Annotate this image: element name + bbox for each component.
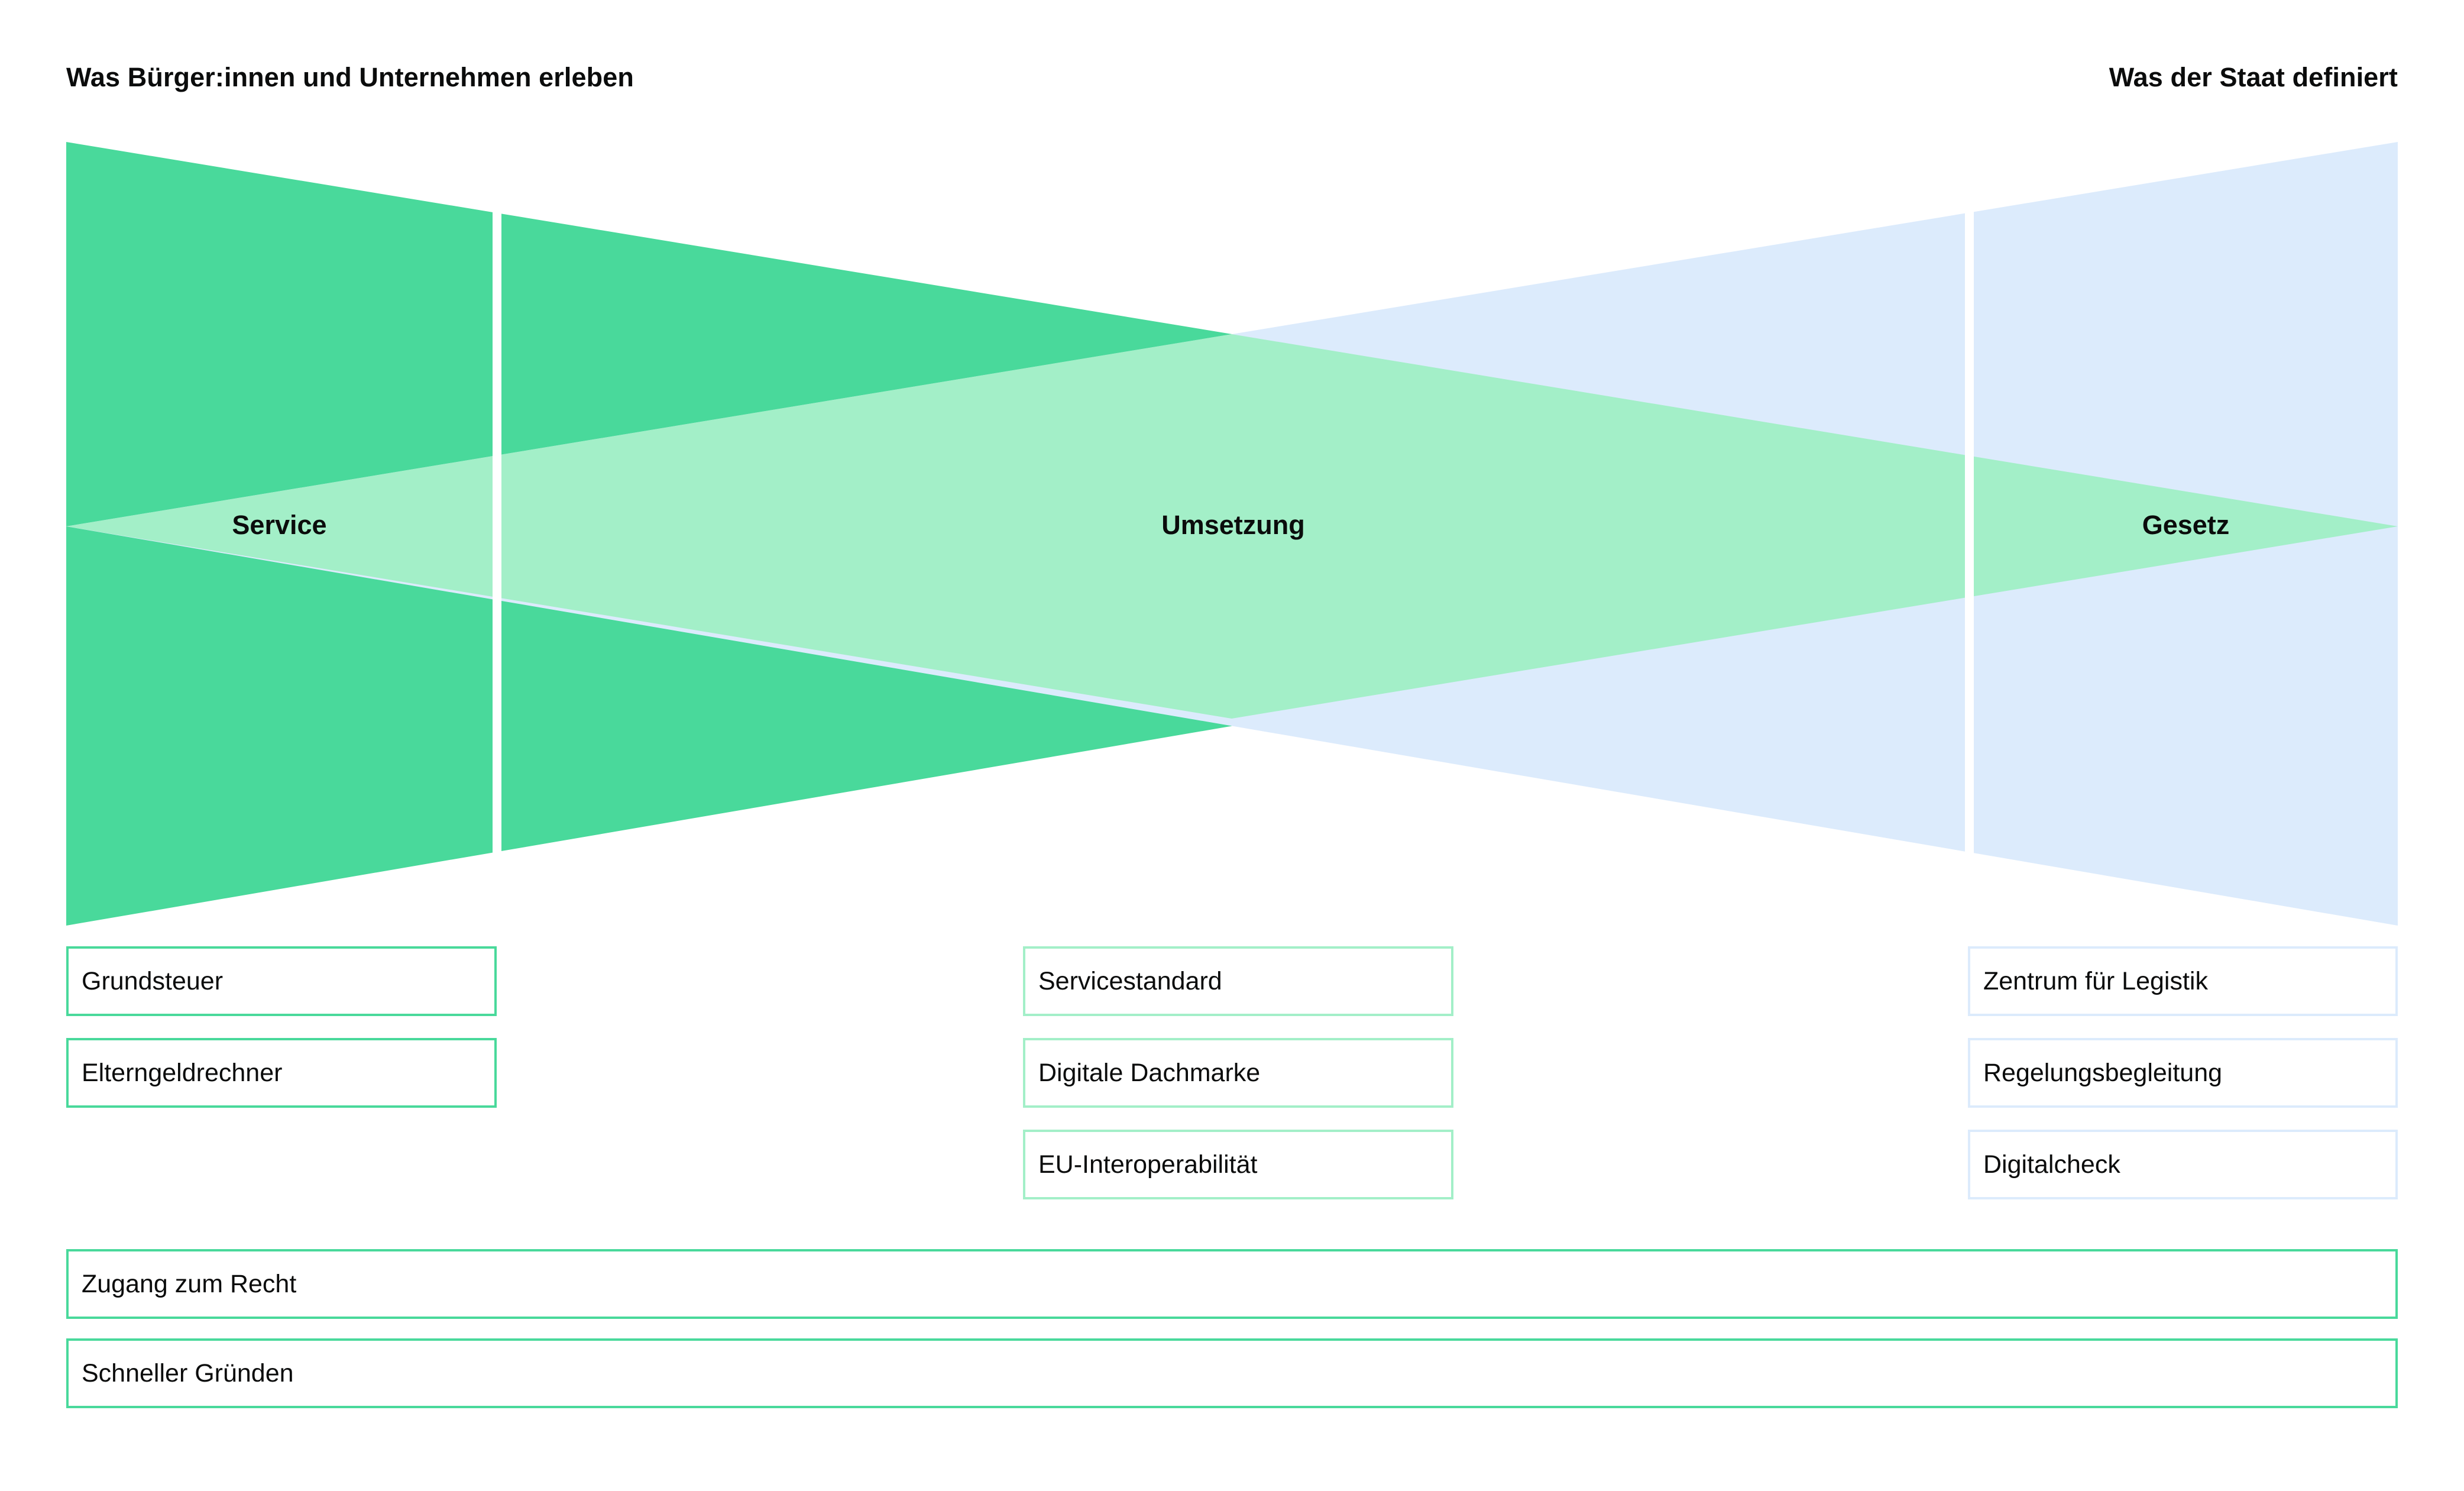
item-box[interactable]: Elterngeldrechner — [66, 1038, 497, 1108]
funnel-stage-label-service: Service — [232, 510, 327, 540]
overlap-shape — [1974, 456, 2398, 597]
item-box[interactable]: Servicestandard — [1023, 946, 1453, 1016]
item-box[interactable]: Grundsteuer — [66, 946, 497, 1016]
header-row: Was Bürger:innen und Unternehmen erleben… — [66, 62, 2398, 93]
overlap-shape — [66, 456, 493, 597]
wide-bar[interactable]: Schneller Gründen — [66, 1338, 2398, 1408]
item-box[interactable]: Regelungsbegleitung — [1968, 1038, 2398, 1108]
item-label: Zentrum für Legistik — [1983, 966, 2208, 995]
funnel-diagram: Service Umsetzung Gesetz — [66, 142, 2398, 926]
item-label: EU-Interoperabilität — [1038, 1150, 1258, 1179]
item-column-left: Grundsteuer Elterngeldrechner — [66, 946, 497, 1130]
funnel-panel-gesetz — [1974, 142, 2398, 926]
item-box[interactable]: Digitale Dachmarke — [1023, 1038, 1453, 1108]
wide-bar[interactable]: Zugang zum Recht — [66, 1249, 2398, 1319]
funnel-stage-label-gesetz: Gesetz — [2142, 510, 2230, 540]
item-box[interactable]: EU-Interoperabilität — [1023, 1130, 1453, 1199]
item-label: Grundsteuer — [82, 966, 224, 995]
overlap-shape — [501, 334, 1965, 719]
item-label: Digitale Dachmarke — [1038, 1058, 1261, 1087]
header-right-label: Was der Staat definiert — [2109, 62, 2398, 92]
funnel-stage-label-umsetzung: Umsetzung — [1161, 510, 1305, 540]
item-label: Regelungsbegleitung — [1983, 1058, 2223, 1087]
item-label: Servicestandard — [1038, 966, 1222, 995]
item-label: Elterngeldrechner — [82, 1058, 283, 1087]
wide-bar-label: Schneller Gründen — [82, 1359, 294, 1387]
funnel-panel-service — [66, 142, 493, 926]
item-column-right: Zentrum für Legistik Regelungsbegleitung… — [1968, 946, 2398, 1221]
item-box[interactable]: Digitalcheck — [1968, 1130, 2398, 1199]
item-column-middle: Servicestandard Digitale Dachmarke EU-In… — [1023, 946, 1453, 1221]
header-left-label: Was Bürger:innen und Unternehmen erleben — [66, 62, 634, 92]
wide-bar-label: Zugang zum Recht — [82, 1269, 297, 1298]
wide-bar-list: Zugang zum Recht Schneller Gründen — [66, 1249, 2398, 1428]
item-label: Digitalcheck — [1983, 1150, 2120, 1179]
item-box[interactable]: Zentrum für Legistik — [1968, 946, 2398, 1016]
funnel-panel-umsetzung — [501, 213, 1965, 852]
